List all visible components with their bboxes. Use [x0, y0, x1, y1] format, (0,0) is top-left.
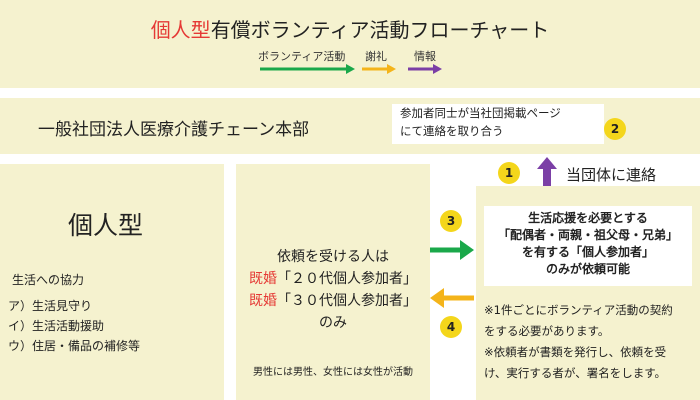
recipient-panel — [236, 164, 430, 400]
recipient-line3: 既婚「３０代個人参加者」 — [236, 290, 430, 312]
contract-note-line: ※依頼者が書類を発行し、依頼を受 — [484, 345, 667, 359]
step-badge-4: 4 — [440, 316, 462, 338]
reward-arrow-left — [430, 288, 474, 308]
life-support-heading: 生活への協力 — [12, 273, 85, 287]
title-rest: 有償ボランティア活動フローチャート — [210, 18, 550, 42]
recipient-line2: 既婚「２０代個人参加者」 — [236, 268, 430, 290]
requester-line: 生活応援を必要とする — [528, 211, 648, 225]
info-arrow-up — [537, 157, 557, 193]
organization-name: 一般社団法人医療介護チェーン本部 — [38, 120, 310, 140]
requester-line: 「配偶者・両親・祖父母・兄弟」 — [497, 228, 678, 242]
legend-arrow-purple — [408, 64, 442, 74]
contract-note-line: け、実行する者が、署名をします。 — [484, 366, 667, 380]
individual-type-title: 個人型 — [68, 211, 144, 240]
life-support-item: イ）生活活動援助 — [8, 319, 105, 333]
requester-conditions: 生活応援を必要とする 「配偶者・両親・祖父母・兄弟」 を有する「個人参加者」 の… — [484, 206, 692, 286]
step-badge-3: 3 — [440, 210, 462, 232]
header-panel: 個人型有償ボランティア活動フローチャート ボランティア活動 謝礼 情報 — [0, 0, 700, 88]
recipient-30s: 「３０代個人参加者」 — [277, 293, 417, 309]
page-title: 個人型有償ボランティア活動フローチャート — [0, 14, 700, 43]
recipient-conditions: 依頼を受ける人は 既婚「２０代個人参加者」 既婚「３０代個人参加者」 のみ — [236, 246, 430, 334]
requester-line: を有する「個人参加者」 — [521, 245, 654, 259]
step-badge-2: 2 — [604, 118, 626, 140]
life-support-item: ウ）住居・備品の補修等 — [8, 339, 141, 353]
participant-contact-note-line1: 参加者同士が当社団掲載ページ — [400, 106, 561, 120]
legend: ボランティア活動 謝礼 情報 — [258, 48, 458, 82]
contract-notes: ※1件ごとにボランティア活動の契約 をする必要があります。 ※依頼者が書類を発行… — [484, 300, 694, 384]
recipient-line4: のみ — [319, 315, 347, 331]
participant-contact-note: 参加者同士が当社団掲載ページ にて連絡を取り合う — [392, 104, 604, 144]
life-support-list: 生活への協力 ア）生活見守り イ）生活活動援助 ウ）住居・備品の補修等 — [8, 270, 140, 356]
participant-contact-note-line2: にて連絡を取り合う — [400, 124, 504, 138]
recipient-line1: 依頼を受ける人は — [277, 249, 389, 265]
legend-arrow-green — [260, 64, 355, 74]
legend-label-info: 情報 — [414, 50, 436, 63]
legend-label-volunteer: ボランティア活動 — [258, 50, 346, 63]
volunteer-arrow-right — [430, 240, 474, 260]
contract-note-line: をする必要があります。 — [484, 324, 610, 338]
requester-line: のみが依頼可能 — [545, 262, 630, 276]
title-highlight: 個人型 — [150, 18, 211, 42]
recipient-20s: 「２０代個人参加者」 — [277, 271, 417, 287]
contact-label: 当団体に連絡 — [566, 166, 657, 184]
gender-rule-note: 男性には男性、女性には女性が活動 — [253, 367, 413, 378]
individual-type-panel — [0, 164, 224, 400]
life-support-item: ア）生活見守り — [8, 299, 93, 313]
step-badge-1: 1 — [498, 162, 520, 184]
contract-note-line: ※1件ごとにボランティア活動の契約 — [484, 303, 673, 317]
married-label: 既婚 — [249, 271, 277, 287]
legend-arrow-yellow — [362, 64, 396, 74]
legend-label-reward: 謝礼 — [365, 50, 387, 63]
married-label: 既婚 — [249, 293, 277, 309]
